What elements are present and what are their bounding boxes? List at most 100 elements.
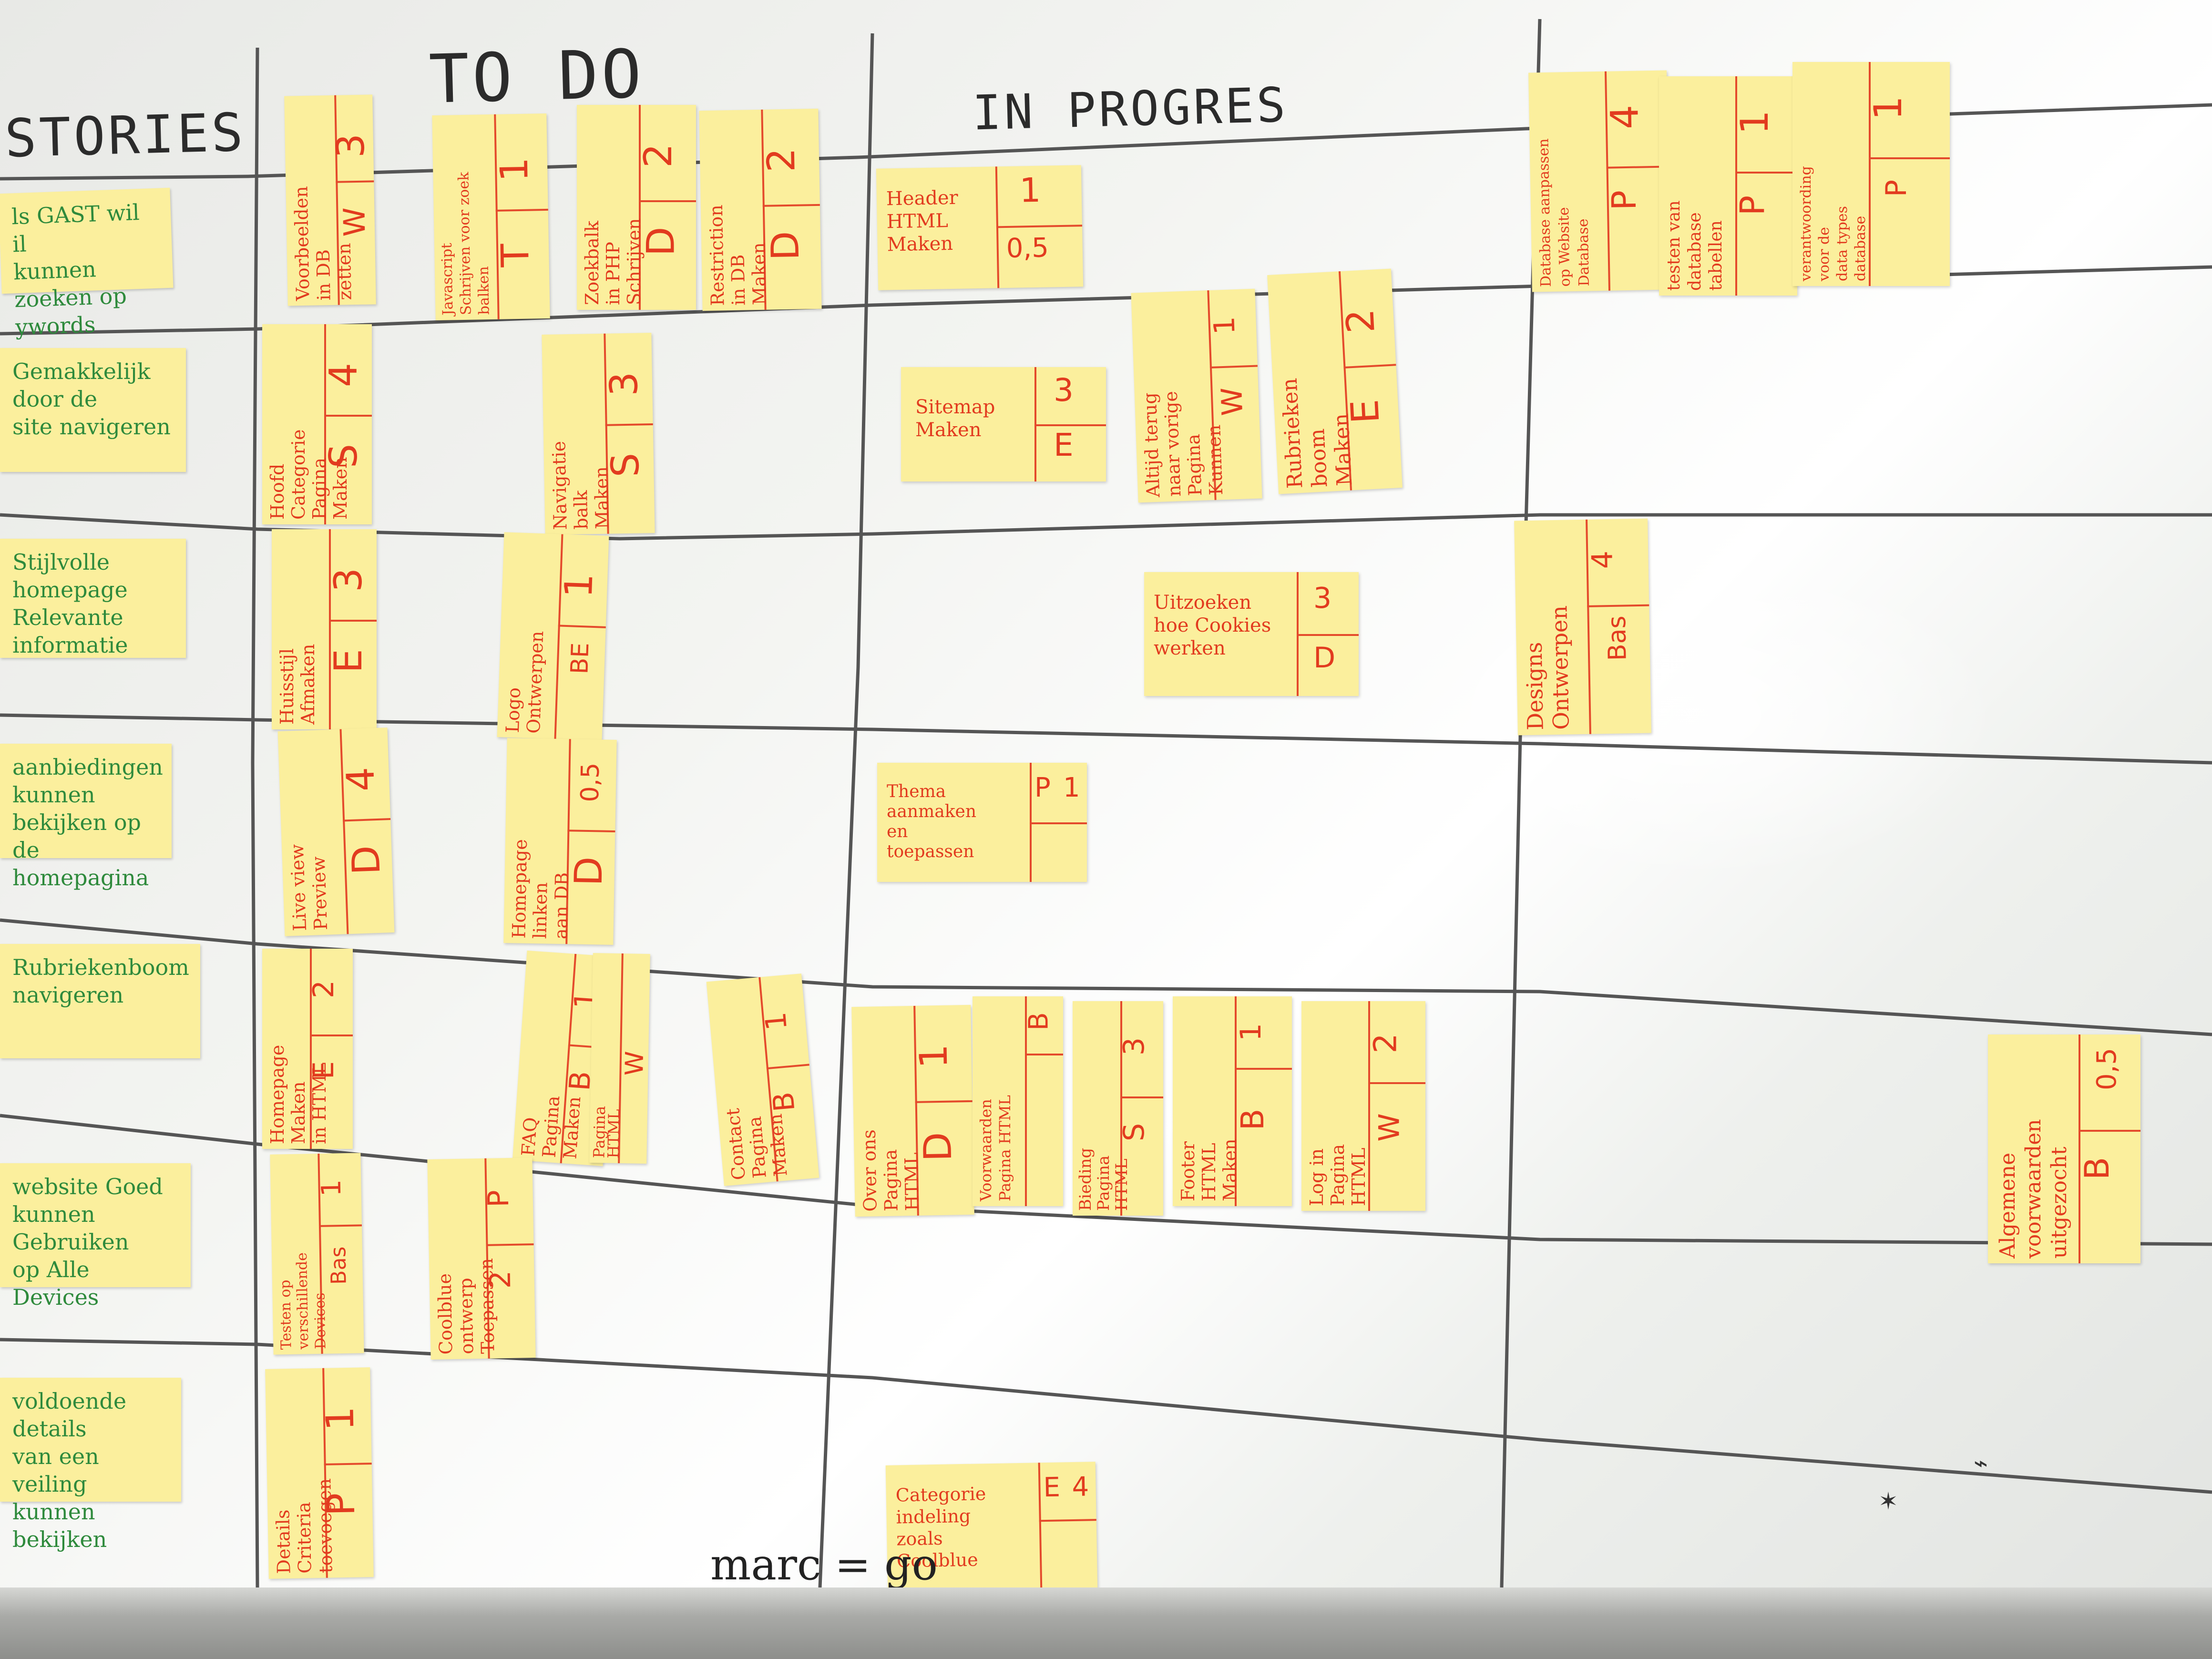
task-hours: 1	[1019, 170, 1041, 210]
whiteboard-frame	[0, 1587, 2212, 1659]
task-hours: 1	[911, 1044, 956, 1069]
task-hours: 0,5	[2091, 1047, 2123, 1091]
task-owner: E	[1342, 398, 1388, 425]
task-text: verantwoording voor de data types databa…	[1798, 166, 1869, 281]
task-text: Zoekbalk in PHP Schrijven	[582, 218, 645, 305]
task-note: Navigatie balk Maken 3 S	[542, 333, 655, 535]
task-hours: 4	[1586, 550, 1619, 569]
task-owner: P	[1880, 179, 1914, 197]
task-hours: 2	[307, 980, 341, 999]
task-text: Logo Ontwerpen	[502, 630, 548, 734]
task-text: Log in Pagina HTML	[1306, 1144, 1369, 1206]
task-hours: 2	[758, 147, 804, 173]
task-owner: D	[638, 226, 683, 256]
task-owner: 4	[1071, 1471, 1089, 1503]
task-note: Hoofd Categorie Pagina Maken 4 S	[262, 324, 372, 524]
task-owner: P	[1733, 195, 1772, 216]
task-hours: P	[1034, 772, 1051, 803]
story-note: ls GAST wil il kunnen zoeken op ywords	[0, 187, 174, 340]
task-note: Footer HTML Maken 1 B	[1173, 996, 1292, 1206]
task-note: Altijd terug naar vorige Pagina Kunnen 1…	[1131, 288, 1262, 503]
story-note: Stijlvolle homepage Relevante informatie	[0, 539, 186, 658]
task-owner: W	[620, 1051, 649, 1076]
story-note: Rubriekenboom navigeren	[0, 944, 200, 1058]
task-note: Contact Pagina Maken 1 B	[706, 973, 819, 1186]
task-note: Bieding Pagina HTML 3 S	[1073, 1001, 1163, 1216]
header-stories: STORIES	[4, 102, 247, 169]
task-hours: 1	[1732, 110, 1777, 134]
task-note: Designs Ontwerpen 4 Bas	[1514, 518, 1651, 736]
task-hours: 4	[321, 363, 366, 387]
task-owner: S	[321, 444, 366, 468]
task-note: Sitemap Maken 3 E	[901, 367, 1106, 481]
task-text: Homepage linken aan DB	[508, 839, 573, 940]
task-hours: 1	[316, 1179, 348, 1197]
task-hours: 3	[1117, 1037, 1151, 1056]
task-owner: B	[1234, 1108, 1271, 1131]
task-note: Rubrieken boom Maken 2 E	[1267, 268, 1403, 494]
task-hours: 1	[1234, 1023, 1268, 1042]
task-note: Database aanpassen op Website Database 4…	[1528, 70, 1670, 292]
task-text: Live view Preview	[286, 844, 332, 932]
task-note: Javascript Schrijven voor zoek balken 1 …	[432, 113, 550, 321]
scribble-mark: ✶	[1878, 1487, 1898, 1515]
task-hours: 2	[1338, 307, 1383, 335]
task-owner: B	[1023, 1012, 1055, 1031]
task-note: Homepage Maken in HTML 2 E	[262, 949, 353, 1149]
whiteboard: STORIES TO DO IN PROGRES ls GAST wil il …	[0, 0, 2212, 1621]
task-text: Designs Ontwerpen	[1521, 605, 1574, 731]
light-glare	[1382, 548, 2002, 882]
task-text: Algemene voorwaarden uitgezocht	[1996, 1119, 2071, 1259]
task-note: Algemene voorwaarden uitgezocht 0,5 B	[1988, 1034, 2140, 1263]
task-note: Details Criteria toevoegen 1 P	[265, 1367, 374, 1579]
task-owner: W	[337, 207, 372, 237]
task-hours: 4	[338, 766, 383, 792]
task-hours: 3	[1313, 582, 1332, 615]
task-text: Over ons Pagina HTML	[858, 1129, 923, 1212]
task-note: Live view Preview 4 D	[277, 727, 395, 936]
task-note: Huisstijl Afmaken 3 E	[272, 529, 377, 729]
task-text: Javascript Schrijven voor zoek balken	[438, 172, 493, 316]
task-note: Zoekbalk in PHP Schrijven 2 D	[577, 105, 696, 310]
task-hours: 1	[1865, 96, 1910, 120]
task-hours: 1	[317, 1406, 363, 1431]
task-text: Navigatie balk Maken	[548, 440, 613, 530]
task-hours: P	[481, 1189, 516, 1208]
task-owner: B	[767, 1090, 802, 1113]
task-note: Voorwaarden Pagina HTML B	[973, 996, 1063, 1206]
task-note: Pagina HTML W	[589, 952, 650, 1164]
task-hours: 3	[601, 371, 646, 397]
task-hours: 3	[328, 133, 373, 158]
task-owner: D	[343, 844, 389, 876]
task-hours: 3	[326, 568, 370, 592]
task-owner: W	[1215, 387, 1250, 417]
task-owner: S	[603, 452, 648, 478]
task-owner: E	[326, 649, 370, 673]
task-note: Thema aanmaken en toepassen P 1	[877, 763, 1087, 882]
task-hours: 3	[1054, 372, 1074, 409]
task-owner: D	[1313, 641, 1336, 675]
task-note: Log in Pagina HTML 2 W	[1301, 1001, 1425, 1211]
task-owner: Bas	[1602, 615, 1632, 661]
task-text: Uitzoeken hoe Cookies werken	[1154, 592, 1271, 659]
task-note: Coolblue ontwerp Toepassen P 2	[427, 1157, 536, 1360]
task-note: Over ons Pagina HTML 1 D	[851, 1004, 974, 1217]
task-hours: 1	[492, 157, 537, 182]
task-note: testen van database tabellen 1 P	[1659, 76, 1797, 296]
task-text: Thema aanmaken en toepassen	[887, 782, 977, 861]
task-text: Footer HTML Maken	[1178, 1138, 1240, 1201]
task-hours: 1	[1208, 316, 1242, 336]
task-note: verantwoording voor de data types databa…	[1792, 62, 1950, 286]
task-text: Hoofd Categorie Pagina Maken	[267, 429, 351, 520]
task-owner: S	[1117, 1123, 1151, 1142]
task-hours: 1	[556, 573, 602, 599]
story-note: voldoende details van een veiling kunnen…	[0, 1378, 181, 1552]
task-hours: 2	[1367, 1033, 1404, 1054]
task-owner: 1	[1063, 772, 1080, 803]
task-owner: BE	[565, 642, 594, 675]
task-note: Header HTML Maken 1 0,5	[876, 165, 1084, 290]
story-note: Gemakkelijk door de site navigeren	[0, 348, 186, 472]
task-owner: B	[2078, 1157, 2117, 1180]
story-note: website Goed kunnen Gebruiken op Alle De…	[0, 1163, 191, 1310]
task-owner: W	[1372, 1113, 1406, 1142]
